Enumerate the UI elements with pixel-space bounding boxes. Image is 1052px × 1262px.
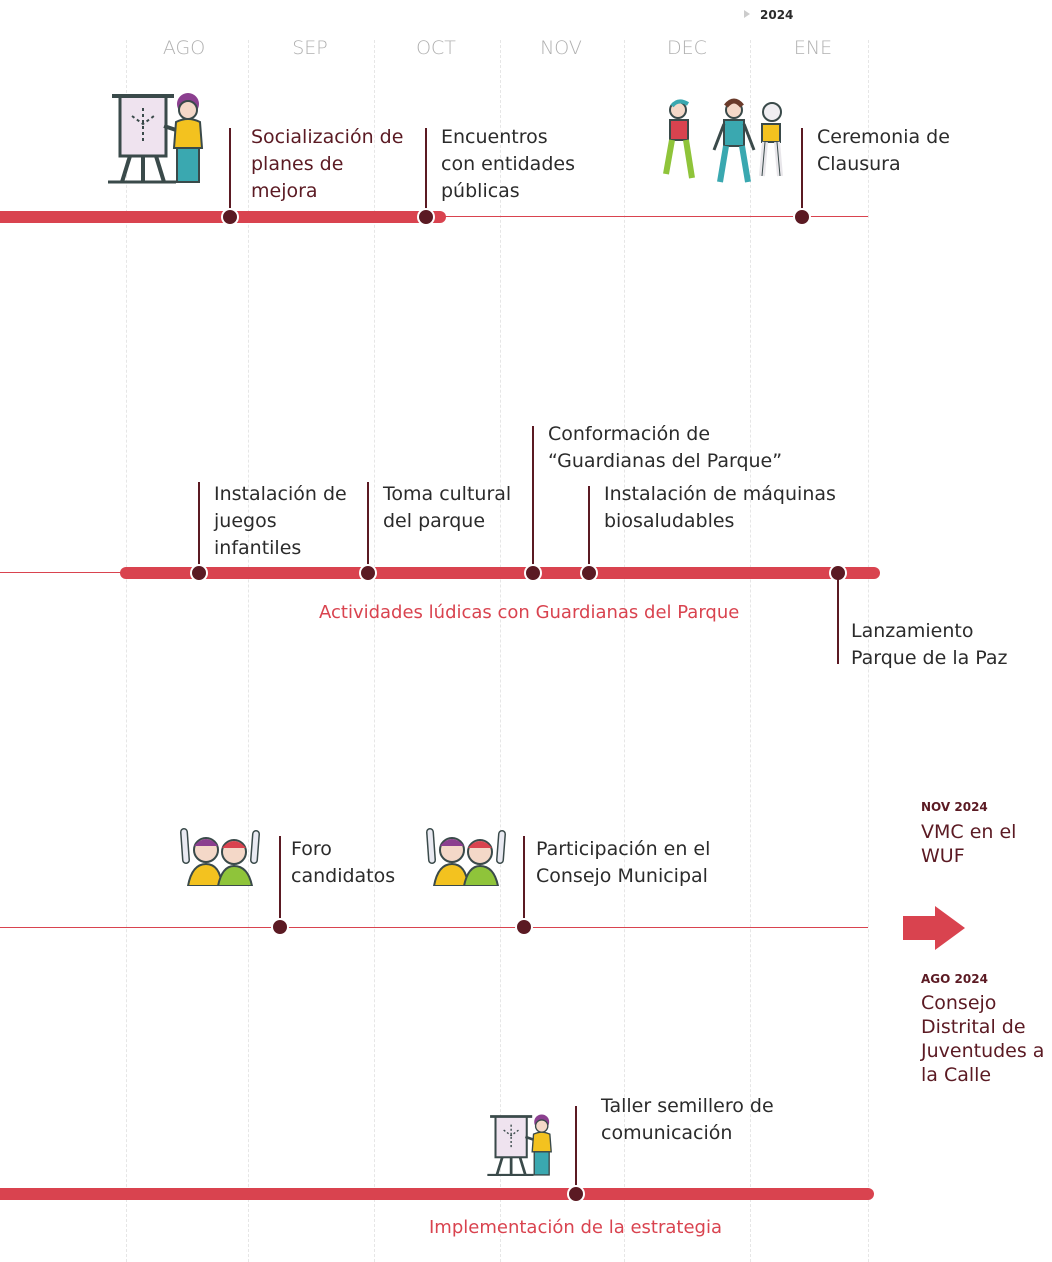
row2-dot-toma[interactable] [359,564,377,582]
event-participacion: Participación en el Consejo Municipal [536,838,711,887]
event-guardianas: Conformación de “Guardianas del Parque” [548,423,783,472]
row4-thick-bar [0,1188,874,1200]
event-maquinas: Instalación de máquinas biosaludables [604,483,836,532]
year-marker-icon [744,10,750,18]
event-ceremonia: Ceremonia de Clausura [817,126,950,175]
row1-dot-encuentros[interactable] [417,208,435,226]
band-label-implementacion: Implementación de la estrategia [429,1217,722,1238]
row4-stick [575,1106,577,1194]
row4-dot-taller[interactable] [567,1185,585,1203]
month-oct: OCT [416,37,456,59]
row3-stick [523,836,525,928]
grid-line [750,40,751,1262]
grid-line [126,40,127,1262]
event-encuentros: Encuentros con entidades públicas [441,126,575,202]
event-lanzamiento: Lanzamiento Parque de la Paz [851,620,1008,669]
row2-thin-line [0,572,126,573]
row2-stick [588,486,590,574]
raising-hands-icon [178,826,262,890]
grid-line [374,40,375,1262]
row3-thin-line [0,927,868,928]
row2-stick [532,426,534,574]
raising-hands-icon [424,826,508,890]
presenter-icon [106,86,212,188]
grid-line [248,40,249,1262]
event-foro: Foro candidatos [291,838,396,887]
row3-stick [279,836,281,928]
row2-stick [367,482,369,574]
side-wuf-text: VMC en el WUF [921,821,1017,867]
row2-dot-maquinas[interactable] [580,564,598,582]
month-sep: SEP [292,37,328,59]
row1-stick [229,128,231,218]
row1-thin-line [440,216,868,217]
arrow-right-icon [903,906,965,954]
month-nov: NOV [540,37,582,59]
row2-stick [837,574,839,664]
event-taller: Taller semillero de comunicación [601,1095,774,1144]
year-marker: 2024 [760,8,794,22]
grid-line [500,40,501,1262]
month-dec: DEC [667,37,707,59]
row3-dot-foro[interactable] [271,918,289,936]
grid-line [868,40,869,1262]
event-juegos: Instalación de juegos infantiles [214,483,347,559]
grid-line [624,40,625,1262]
side-wuf-date: NOV 2024 [921,800,988,814]
row1-dot-ceremonia[interactable] [793,208,811,226]
side-consejo-text: Consejo Distrital de Juventudes a la Cal… [921,992,1045,1086]
event-toma: Toma cultural del parque [383,483,512,532]
band-label-actividades: Actividades lúdicas con Guardianas del P… [319,602,740,623]
event-socializacion: Socialización de planes de mejora [251,126,404,202]
row2-thick-bar [120,567,880,579]
side-consejo-date: AGO 2024 [921,972,988,986]
row2-stick [198,482,200,574]
row1-stick [425,128,427,218]
row1-stick [801,128,803,218]
row2-dot-guardianas[interactable] [524,564,542,582]
row2-dot-juegos[interactable] [190,564,208,582]
month-ene: ENE [793,37,833,59]
youth-group-icon [662,98,794,190]
month-ago: AGO [162,37,206,59]
row3-dot-participacion[interactable] [515,918,533,936]
row1-dot-socializacion[interactable] [221,208,239,226]
presenter-icon [486,1104,558,1186]
